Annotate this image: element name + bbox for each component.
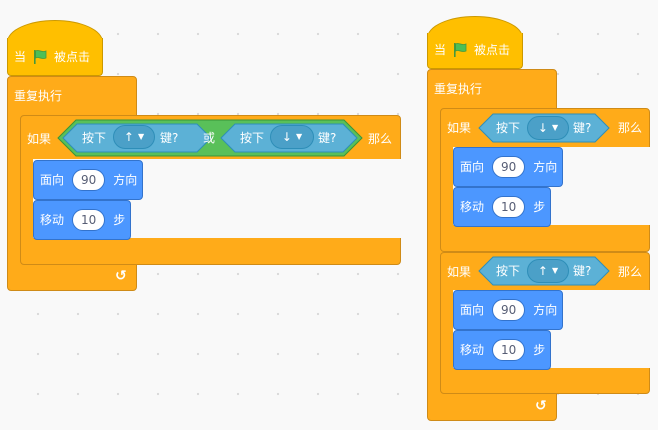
or-label: 或 xyxy=(203,131,216,145)
chevron-down-icon: ▼ xyxy=(551,266,559,275)
if-label: 如果 xyxy=(447,265,472,279)
loop-arrow-icon: ↺ xyxy=(535,398,547,414)
steps-input[interactable]: 10 xyxy=(72,209,106,231)
key-suffix-label-1: 键? xyxy=(160,131,179,145)
press-label: 按下 xyxy=(496,264,521,278)
if-block-arm xyxy=(20,159,33,238)
direction-input[interactable]: 90 xyxy=(72,169,106,191)
direction-label: 方向 xyxy=(113,173,138,187)
key-dropdown-up[interactable]: ↑ ▼ xyxy=(113,125,155,149)
key-suffix-label-2: 键? xyxy=(318,131,337,145)
point-in-direction-block[interactable]: 面向 90 方向 xyxy=(453,290,563,330)
clicked-label: 被点击 xyxy=(474,43,511,57)
key-dropdown-up[interactable]: ↑ ▼ xyxy=(527,259,569,283)
key-suffix-label: 键? xyxy=(573,121,592,135)
press-label-1: 按下 xyxy=(82,131,107,145)
point-in-direction-block[interactable]: 面向 90 方向 xyxy=(33,160,143,200)
if-down-arm xyxy=(440,290,453,368)
key-up-value: ↑ xyxy=(123,130,134,144)
if-up-arm xyxy=(440,147,453,225)
loop-arrow-icon: ↺ xyxy=(115,268,127,284)
key-down-value: ↓ xyxy=(281,130,292,144)
green-flag-icon xyxy=(454,43,467,57)
steps-label: 步 xyxy=(533,200,546,214)
move-steps-block[interactable]: 移动 10 步 xyxy=(453,330,551,370)
then-label: 那么 xyxy=(368,132,393,146)
move-steps-block[interactable]: 移动 10 步 xyxy=(453,187,551,227)
point-label: 面向 xyxy=(460,160,485,174)
move-label: 移动 xyxy=(460,200,485,214)
if-label: 如果 xyxy=(27,132,52,146)
move-label: 移动 xyxy=(40,213,65,227)
forever-label: 重复执行 xyxy=(14,89,63,103)
steps-label: 步 xyxy=(533,343,546,357)
chevron-down-icon: ▼ xyxy=(137,132,145,141)
move-steps-block[interactable]: 移动 10 步 xyxy=(33,200,131,240)
key-down-value: ↓ xyxy=(537,121,548,135)
direction-input[interactable]: 90 xyxy=(492,299,526,321)
point-label: 面向 xyxy=(460,303,485,317)
move-label: 移动 xyxy=(460,343,485,357)
key-up-value: ↑ xyxy=(537,264,548,278)
clicked-label: 被点击 xyxy=(54,50,91,64)
steps-input[interactable]: 10 xyxy=(492,196,526,218)
when-label: 当 xyxy=(434,43,447,57)
press-label: 按下 xyxy=(496,121,521,135)
when-flag-clicked-block[interactable]: 当 被点击 xyxy=(427,33,523,69)
point-label: 面向 xyxy=(40,173,65,187)
chevron-down-icon: ▼ xyxy=(295,132,303,141)
steps-input[interactable]: 10 xyxy=(492,339,526,361)
direction-input[interactable]: 90 xyxy=(492,156,526,178)
then-label: 那么 xyxy=(618,265,643,279)
key-suffix-label: 键? xyxy=(573,264,592,278)
if-label: 如果 xyxy=(447,121,472,135)
then-label: 那么 xyxy=(618,121,643,135)
green-flag-icon xyxy=(34,50,47,64)
steps-label: 步 xyxy=(113,213,126,227)
forever-label: 重复执行 xyxy=(434,82,483,96)
key-dropdown-down[interactable]: ↓ ▼ xyxy=(527,116,569,140)
chevron-down-icon: ▼ xyxy=(551,123,559,132)
point-in-direction-block[interactable]: 面向 90 方向 xyxy=(453,147,563,187)
key-dropdown-down[interactable]: ↓ ▼ xyxy=(270,125,314,149)
when-label: 当 xyxy=(14,50,27,64)
when-flag-clicked-block[interactable]: 当 被点击 xyxy=(7,38,103,76)
direction-label: 方向 xyxy=(533,160,558,174)
direction-label: 方向 xyxy=(533,303,558,317)
press-label-2: 按下 xyxy=(240,131,265,145)
